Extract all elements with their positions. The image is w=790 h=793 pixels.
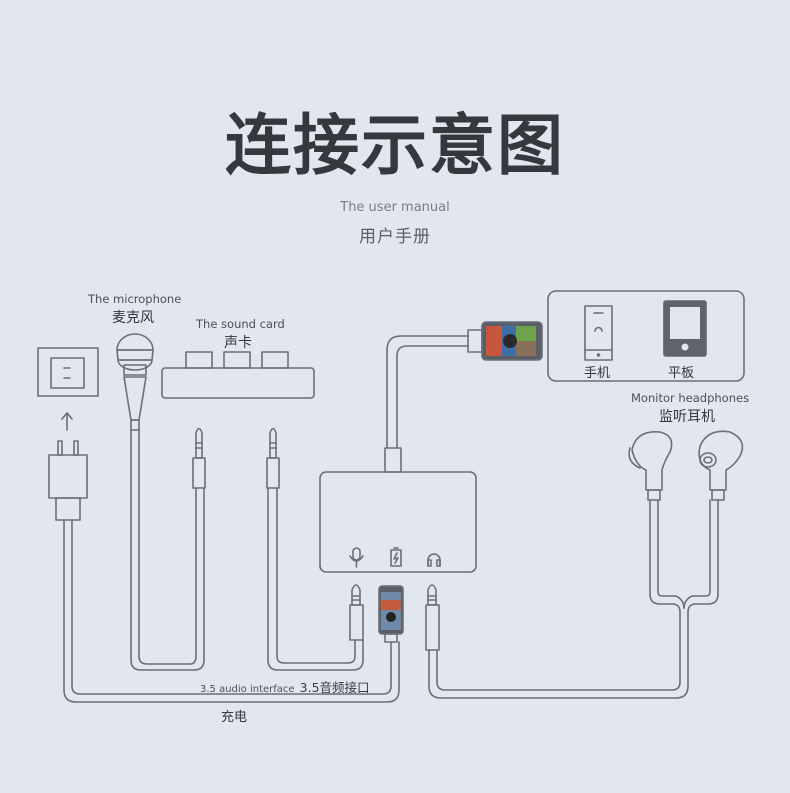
arrow-up-icon (61, 412, 73, 431)
phone-icon (584, 305, 613, 361)
earbud-right-icon (698, 430, 744, 501)
adapter-hub (319, 471, 477, 573)
charging-cable (63, 519, 400, 703)
page-title: 连接示意图 (225, 107, 565, 184)
tablet-icon (663, 300, 707, 357)
phone-label: 手机 (584, 366, 611, 381)
microphone-icon (349, 547, 364, 568)
audio-jack-headphone (425, 584, 440, 651)
sound-card-label-en: The sound card (196, 317, 285, 331)
microphone-label-cn: 麦克风 (112, 310, 154, 326)
device-panel (547, 290, 745, 382)
sound-card-label-cn: 声卡 (224, 335, 252, 351)
charger-plug-icon (48, 440, 88, 521)
microphone-device-icon (116, 333, 154, 431)
lightning-cable-to-device (384, 321, 543, 473)
earbud-left-icon (628, 431, 673, 501)
audio-jack-right (266, 427, 280, 489)
audio-jack-input (349, 584, 364, 641)
charging-label: 充电 (221, 710, 248, 725)
phone-charging-plug (378, 585, 404, 643)
microphone-cable (130, 429, 205, 671)
audio-interface-label: 3.5 audio interface 3.5音频接口 (200, 677, 370, 696)
microphone-label-en: The microphone (88, 292, 182, 306)
audio-interface-cable (267, 487, 364, 671)
battery-charging-icon (390, 547, 402, 567)
headphones-label-cn: 监听耳机 (659, 409, 715, 425)
headphones-label-en: Monitor headphones (631, 391, 750, 405)
audio-interface-label-en: 3.5 audio interface (200, 684, 295, 695)
headphone-cable (428, 499, 719, 699)
subtitle-cn: 用户手册 (359, 227, 431, 247)
wall-socket-icon (37, 347, 99, 397)
sound-card-device-icon (161, 351, 315, 399)
headphones-icon (427, 553, 441, 567)
subtitle-en: The user manual (340, 200, 450, 215)
audio-interface-label-cn: 3.5音频接口 (299, 680, 370, 695)
tablet-label: 平板 (668, 366, 695, 381)
audio-jack-left (192, 427, 206, 489)
